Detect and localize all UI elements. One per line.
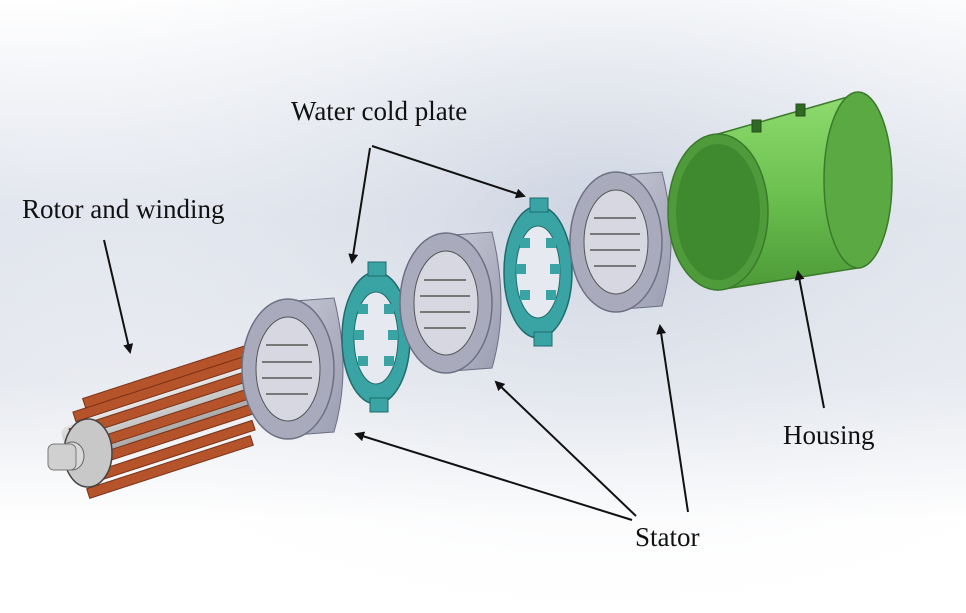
stator-arrow-3: [656, 324, 689, 513]
housing: [667, 91, 893, 291]
stator-label: Stator: [635, 522, 700, 552]
stator-3: [569, 171, 672, 313]
water-plate-arrow-2: [371, 145, 526, 199]
rotor-and-winding: [47, 345, 256, 499]
stator-arrow-2: [494, 380, 637, 517]
shaft: [47, 443, 77, 471]
rotor-and-winding-label: Rotor and winding: [22, 194, 225, 224]
housing-arrow: [794, 270, 825, 409]
water-plate-arrow-1: [348, 147, 371, 264]
callout-arrows: [103, 145, 825, 521]
winding-bars: [68, 345, 256, 499]
stator-1: [241, 297, 344, 440]
housing-label: Housing: [783, 420, 875, 450]
stator-2: [399, 231, 502, 374]
water-cold-plate-1: [341, 261, 411, 413]
water-cold-plate-2: [503, 197, 573, 347]
stator-arrow-1: [354, 431, 633, 521]
rotor-arrow: [103, 239, 134, 354]
water-cold-plate-label: Water cold plate: [291, 96, 468, 126]
